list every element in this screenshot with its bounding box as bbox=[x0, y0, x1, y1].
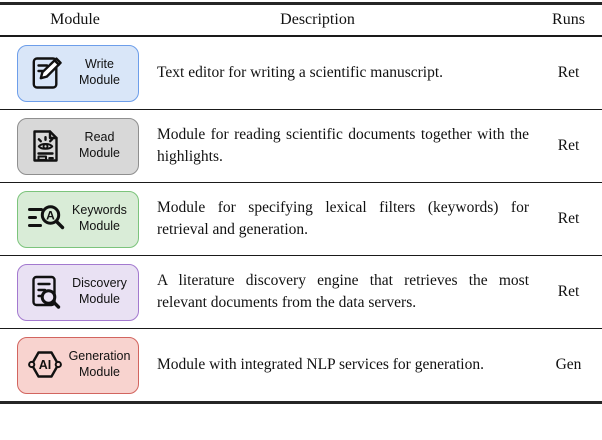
badge-label: Read Module bbox=[65, 130, 134, 161]
discovery-document-magnifier-icon bbox=[32, 275, 61, 309]
table-header-row: Module Description Runs bbox=[0, 5, 602, 36]
table-row-keywords-module: A Keywords Module Module for specifying … bbox=[0, 182, 602, 255]
runs-cell: Ret bbox=[557, 283, 580, 300]
discovery-module-badge: Discovery Module bbox=[17, 263, 139, 321]
runs-cell: Ret bbox=[557, 210, 580, 227]
badge-label-line2: Module bbox=[79, 146, 120, 160]
table-row-read-module: Read Module Module for reading scientifi… bbox=[0, 109, 602, 182]
badge-label-line2: Module bbox=[79, 219, 120, 233]
badge-label: Discovery Module bbox=[65, 276, 134, 307]
read-module-badge: Read Module bbox=[17, 117, 139, 175]
runs-cell: Ret bbox=[557, 137, 580, 154]
keywords-search-magnifier-icon: A bbox=[28, 205, 65, 230]
runs-cell: Gen bbox=[555, 356, 582, 373]
keywords-module-badge: A Keywords Module bbox=[17, 190, 139, 248]
description-cell: Module with integrated NLP services for … bbox=[157, 356, 484, 373]
badge-label-line1: Keywords bbox=[72, 203, 127, 218]
badge-label-line1: Generation bbox=[68, 349, 131, 364]
runs-cell: Ret bbox=[557, 64, 580, 81]
write-edit-document-icon bbox=[32, 57, 62, 89]
description-cell: Module for specifying lexical filters (k… bbox=[157, 199, 529, 238]
generation-module-badge: AI Generation Module bbox=[17, 336, 139, 394]
badge-label-line1: Read bbox=[84, 130, 115, 145]
read-document-eye-icon bbox=[33, 130, 58, 162]
column-header-description: Description bbox=[280, 11, 355, 28]
table-row-write-module: Write Module Text editor for writing a s… bbox=[0, 36, 602, 109]
badge-label: Write Module bbox=[65, 57, 134, 88]
badge-label-line1: Discovery bbox=[72, 276, 127, 291]
ai-icon-letters: AI bbox=[39, 358, 52, 372]
description-cell: Text editor for writing a scientific man… bbox=[157, 64, 444, 81]
description-cell: A literature discovery engine that retri… bbox=[157, 272, 529, 311]
write-module-badge: Write Module bbox=[17, 44, 139, 102]
table-row-discovery-module: Discovery Module A literature discovery … bbox=[0, 255, 602, 328]
badge-label-line2: Module bbox=[79, 292, 120, 306]
description-cell: Module for reading scientific documents … bbox=[157, 126, 529, 165]
badge-label-line2: Module bbox=[79, 365, 120, 379]
badge-label: Generation Module bbox=[65, 349, 134, 380]
table-row-generation-module: AI Generation Module Module with integra… bbox=[0, 328, 602, 401]
badge-label-line2: Module bbox=[79, 73, 120, 87]
ai-hexagon-icon: AI bbox=[28, 351, 62, 378]
column-header-module: Module bbox=[50, 11, 100, 28]
keywords-icon-letter: A bbox=[46, 208, 55, 222]
badge-label-line1: Write bbox=[85, 57, 114, 72]
column-header-runs: Runs bbox=[552, 11, 585, 28]
modules-table: Module Description Runs Write Module Tex… bbox=[0, 2, 602, 404]
badge-label: Keywords Module bbox=[65, 203, 134, 234]
